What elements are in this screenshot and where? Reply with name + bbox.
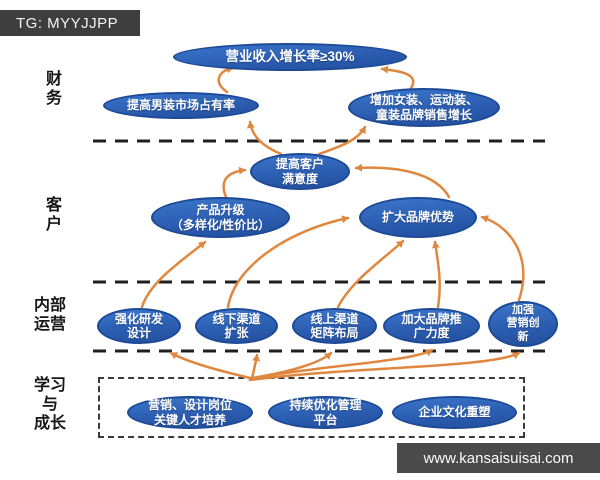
arrow-brand-promotion-to-brand-advantage bbox=[431, 240, 441, 309]
node-brand-promotion: 加大品牌推 广力度 bbox=[383, 308, 480, 344]
arrow-learning-to-offline-channel bbox=[250, 353, 261, 380]
top-watermark-bar: TG: MYYJJPP bbox=[0, 10, 140, 36]
node-mens-market-share: 提高男装市场占有率 bbox=[103, 92, 259, 119]
perspective-label-finance: 财 务 bbox=[45, 71, 62, 108]
arrow-satisfaction-to-mens-market bbox=[246, 120, 283, 156]
node-marketing-innovation: 加强 营销创 新 bbox=[488, 301, 558, 347]
node-womens-sports-kids: 增加女装、运动装、 童装品牌销售增长 bbox=[348, 88, 500, 127]
top-watermark-text: TG: MYYJJPP bbox=[16, 14, 119, 32]
perspective-label-customer: 客 户 bbox=[45, 197, 62, 234]
node-rd-design: 强化研发 设计 bbox=[97, 308, 181, 344]
node-talent-cultivation: 营销、设计岗位 关键人才培养 bbox=[127, 396, 253, 429]
bottom-watermark-text: www.kansaisuisai.com bbox=[423, 449, 574, 467]
arrow-learning-to-online-channel bbox=[250, 351, 333, 380]
node-brand-advantage: 扩大品牌优势 bbox=[359, 197, 477, 238]
arrow-learning-to-rd-design bbox=[169, 351, 252, 380]
node-management-platform: 持续优化管理 平台 bbox=[268, 396, 383, 429]
arrow-mens-market-to-revenue bbox=[217, 65, 235, 94]
arrow-satisfaction-to-womens-sports bbox=[317, 125, 367, 156]
arrow-learning-to-marketing-innovation bbox=[248, 351, 521, 382]
node-offline-channel: 线下渠道 扩张 bbox=[195, 308, 278, 344]
node-online-channel-matrix: 线上渠道 矩阵布局 bbox=[292, 308, 377, 344]
node-customer-satisfaction: 提高客户 满意度 bbox=[250, 153, 350, 190]
arrow-womens-sports-to-revenue bbox=[380, 65, 415, 90]
arrow-rd-design-to-product-upgrade bbox=[140, 240, 207, 309]
arrow-learning-to-brand-promotion bbox=[248, 348, 434, 381]
arrow-online-channel-to-brand-advantage bbox=[336, 239, 405, 309]
arrow-product-upgrade-to-satisfaction bbox=[222, 166, 247, 199]
arrow-brand-advantage-to-satisfaction bbox=[354, 163, 451, 199]
node-culture-reshaping: 企业文化重塑 bbox=[392, 396, 517, 429]
bottom-watermark-bar: www.kansaisuisai.com bbox=[397, 443, 600, 473]
perspective-label-learning: 学习 与 成长 bbox=[33, 377, 66, 433]
perspective-label-internal: 内部 运营 bbox=[33, 297, 66, 334]
node-product-upgrade: 产品升级 （多样化/性价比） bbox=[151, 197, 290, 238]
arrow-marketing-innovation-to-brand-advantage bbox=[480, 215, 525, 302]
node-revenue-growth: 营业收入增长率≥30% bbox=[173, 43, 407, 71]
